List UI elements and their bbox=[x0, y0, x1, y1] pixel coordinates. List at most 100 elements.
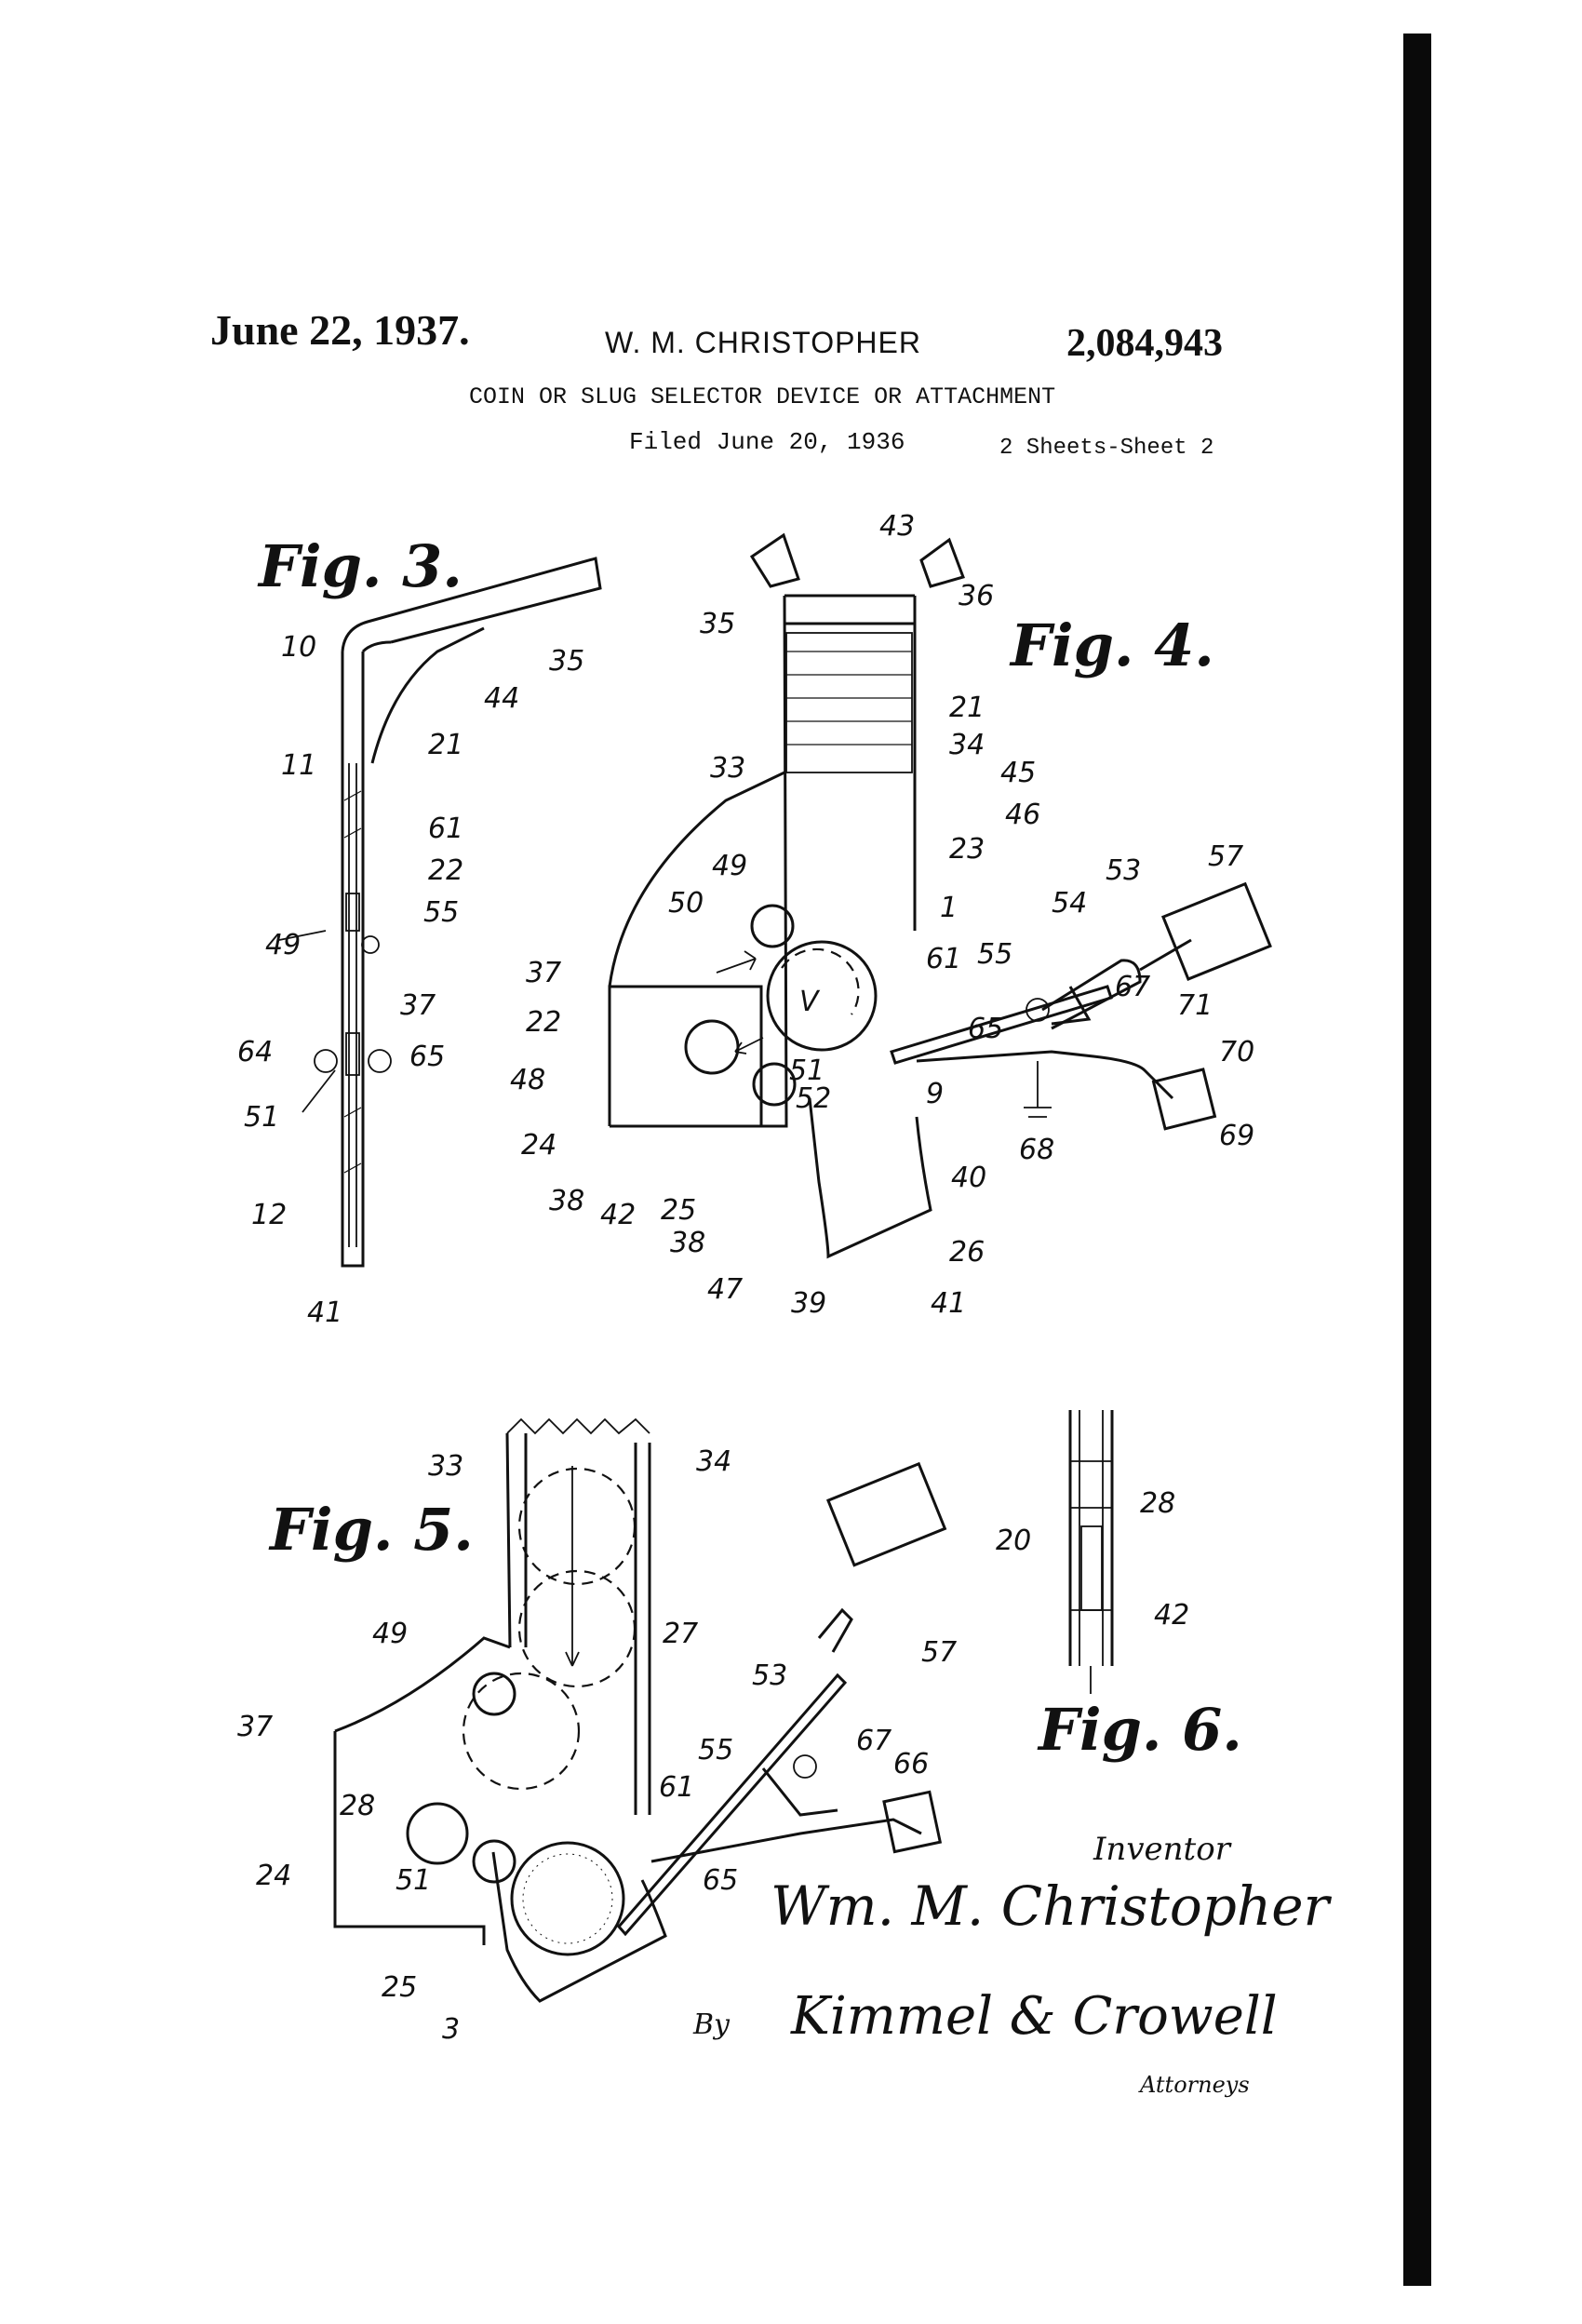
ref-label: 61 bbox=[428, 813, 463, 845]
ref-label: 26 bbox=[949, 1236, 985, 1269]
ref-label: 38 bbox=[549, 1185, 584, 1217]
ref-label: 33 bbox=[428, 1450, 463, 1483]
ref-label: 38 bbox=[670, 1227, 705, 1259]
ref-label: 35 bbox=[549, 645, 584, 678]
fig4-drawing: V bbox=[608, 532, 1272, 1259]
fig3-label: Fig. 3. bbox=[257, 532, 463, 600]
ref-label: 20 bbox=[996, 1525, 1031, 1557]
fig4-v-marking: V bbox=[799, 986, 821, 1018]
ref-label: 65 bbox=[968, 1013, 1003, 1045]
ref-label: 49 bbox=[372, 1618, 408, 1650]
ref-label: 44 bbox=[484, 682, 519, 715]
ref-label: 42 bbox=[600, 1199, 636, 1231]
signature-block: Inventor Wm. M. Christopher By Kimmel & … bbox=[692, 1831, 1333, 2098]
ref-label: 35 bbox=[700, 608, 735, 640]
fig3-refs: 10 11 35 44 21 61 22 55 49 37 64 65 51 1… bbox=[237, 631, 584, 1329]
ref-label: 55 bbox=[977, 938, 1012, 971]
ref-label: 55 bbox=[423, 896, 459, 929]
ref-label: 46 bbox=[1005, 799, 1040, 831]
fig6-refs: 28 20 42 bbox=[996, 1487, 1189, 1632]
ref-label: 66 bbox=[893, 1748, 929, 1780]
fig5-label: Fig. 5. bbox=[268, 1496, 474, 1564]
ref-label: 67 bbox=[856, 1725, 892, 1757]
ref-label: 3 bbox=[442, 2013, 460, 2046]
ref-label: 71 bbox=[1177, 989, 1213, 1022]
patent-title: COIN OR SLUG SELECTOR DEVICE OR ATTACHME… bbox=[469, 383, 1056, 410]
ref-label: 21 bbox=[949, 692, 985, 724]
ref-label: 39 bbox=[791, 1287, 826, 1320]
fig5-drawing bbox=[333, 1417, 947, 2003]
ref-label: 11 bbox=[281, 749, 316, 782]
ref-label: 12 bbox=[251, 1199, 287, 1231]
ref-label: 54 bbox=[1052, 887, 1087, 920]
ref-label: 68 bbox=[1019, 1134, 1054, 1166]
ref-label: 53 bbox=[1106, 854, 1141, 887]
ref-label: 49 bbox=[265, 929, 301, 961]
ref-label: 57 bbox=[1208, 840, 1243, 873]
filed-date: Filed June 20, 1936 bbox=[629, 428, 905, 456]
ref-label: 23 bbox=[949, 833, 985, 866]
ref-label: 53 bbox=[752, 1659, 787, 1692]
ref-label: 41 bbox=[307, 1296, 342, 1329]
ref-label: 9 bbox=[926, 1078, 944, 1110]
ref-label: 61 bbox=[659, 1771, 694, 1804]
ref-label: 25 bbox=[661, 1194, 696, 1227]
by-label: By bbox=[692, 2008, 731, 2041]
scan-edge-bar bbox=[1403, 34, 1431, 2286]
fig4-refs: 43 35 36 21 33 34 45 46 23 49 50 53 57 5… bbox=[510, 510, 1254, 1320]
patent-number: 2,084,943 bbox=[1066, 322, 1223, 365]
ref-label: 41 bbox=[931, 1287, 966, 1320]
ref-label: 25 bbox=[382, 1971, 417, 2004]
patent-date: June 22, 1937. bbox=[210, 306, 470, 354]
ref-label: 64 bbox=[237, 1036, 273, 1068]
ref-label: 37 bbox=[237, 1711, 273, 1743]
ref-label: 67 bbox=[1115, 971, 1150, 1003]
ref-label: 34 bbox=[949, 729, 985, 761]
fig6-label: Fig. 6. bbox=[1037, 1696, 1242, 1764]
fig3-drawing bbox=[278, 557, 602, 1268]
fig5-refs: 33 34 27 49 53 57 37 55 67 66 28 61 24 5… bbox=[237, 1445, 957, 2046]
attorneys-signature: Kimmel & Crowell bbox=[790, 1986, 1278, 2047]
ref-label: 55 bbox=[698, 1734, 733, 1767]
ref-label: 37 bbox=[526, 957, 561, 989]
ref-label: 45 bbox=[1000, 757, 1036, 789]
ref-label: 61 bbox=[926, 943, 961, 975]
ref-label: 24 bbox=[256, 1860, 291, 1892]
ref-label: 42 bbox=[1154, 1599, 1189, 1632]
ref-label: 24 bbox=[521, 1129, 556, 1162]
ref-label: 47 bbox=[707, 1273, 743, 1306]
ref-label: 37 bbox=[400, 989, 436, 1022]
ref-label: 28 bbox=[1140, 1487, 1175, 1520]
ref-label: 43 bbox=[879, 510, 915, 543]
attorneys-label: Attorneys bbox=[1138, 2072, 1250, 2098]
ref-label: 65 bbox=[703, 1864, 738, 1897]
ref-label: 28 bbox=[340, 1790, 375, 1822]
ref-label: 34 bbox=[696, 1445, 731, 1478]
ref-label: 50 bbox=[668, 887, 704, 920]
ref-label: 69 bbox=[1219, 1120, 1254, 1152]
ref-label: 70 bbox=[1219, 1036, 1254, 1068]
sheet-count: 2 Sheets-Sheet 2 bbox=[999, 436, 1214, 461]
ref-label: 52 bbox=[796, 1082, 831, 1115]
fig6-drawing bbox=[1068, 1410, 1114, 1694]
ref-label: 48 bbox=[510, 1064, 545, 1096]
inventor-header-name: W. M. CHRISTOPHER bbox=[605, 326, 921, 359]
ref-label: 36 bbox=[959, 580, 994, 612]
ref-label: 57 bbox=[921, 1636, 957, 1669]
ref-label: 10 bbox=[281, 631, 316, 664]
ref-label: 22 bbox=[526, 1006, 561, 1039]
fig4-label: Fig. 4. bbox=[1009, 611, 1214, 679]
ref-label: 27 bbox=[663, 1618, 698, 1650]
ref-label: 51 bbox=[244, 1101, 279, 1134]
ref-label: 51 bbox=[396, 1864, 431, 1897]
ref-label: 1 bbox=[940, 892, 958, 924]
ref-label: 21 bbox=[428, 729, 463, 761]
ref-label: 65 bbox=[409, 1041, 445, 1073]
ref-label: 51 bbox=[789, 1055, 825, 1087]
inventor-label: Inventor bbox=[1093, 1831, 1232, 1868]
ref-label: 49 bbox=[712, 850, 747, 882]
inventor-signature: Wm. M. Christopher bbox=[771, 1874, 1333, 1938]
ref-label: 33 bbox=[710, 752, 745, 785]
ref-label: 40 bbox=[951, 1162, 986, 1194]
